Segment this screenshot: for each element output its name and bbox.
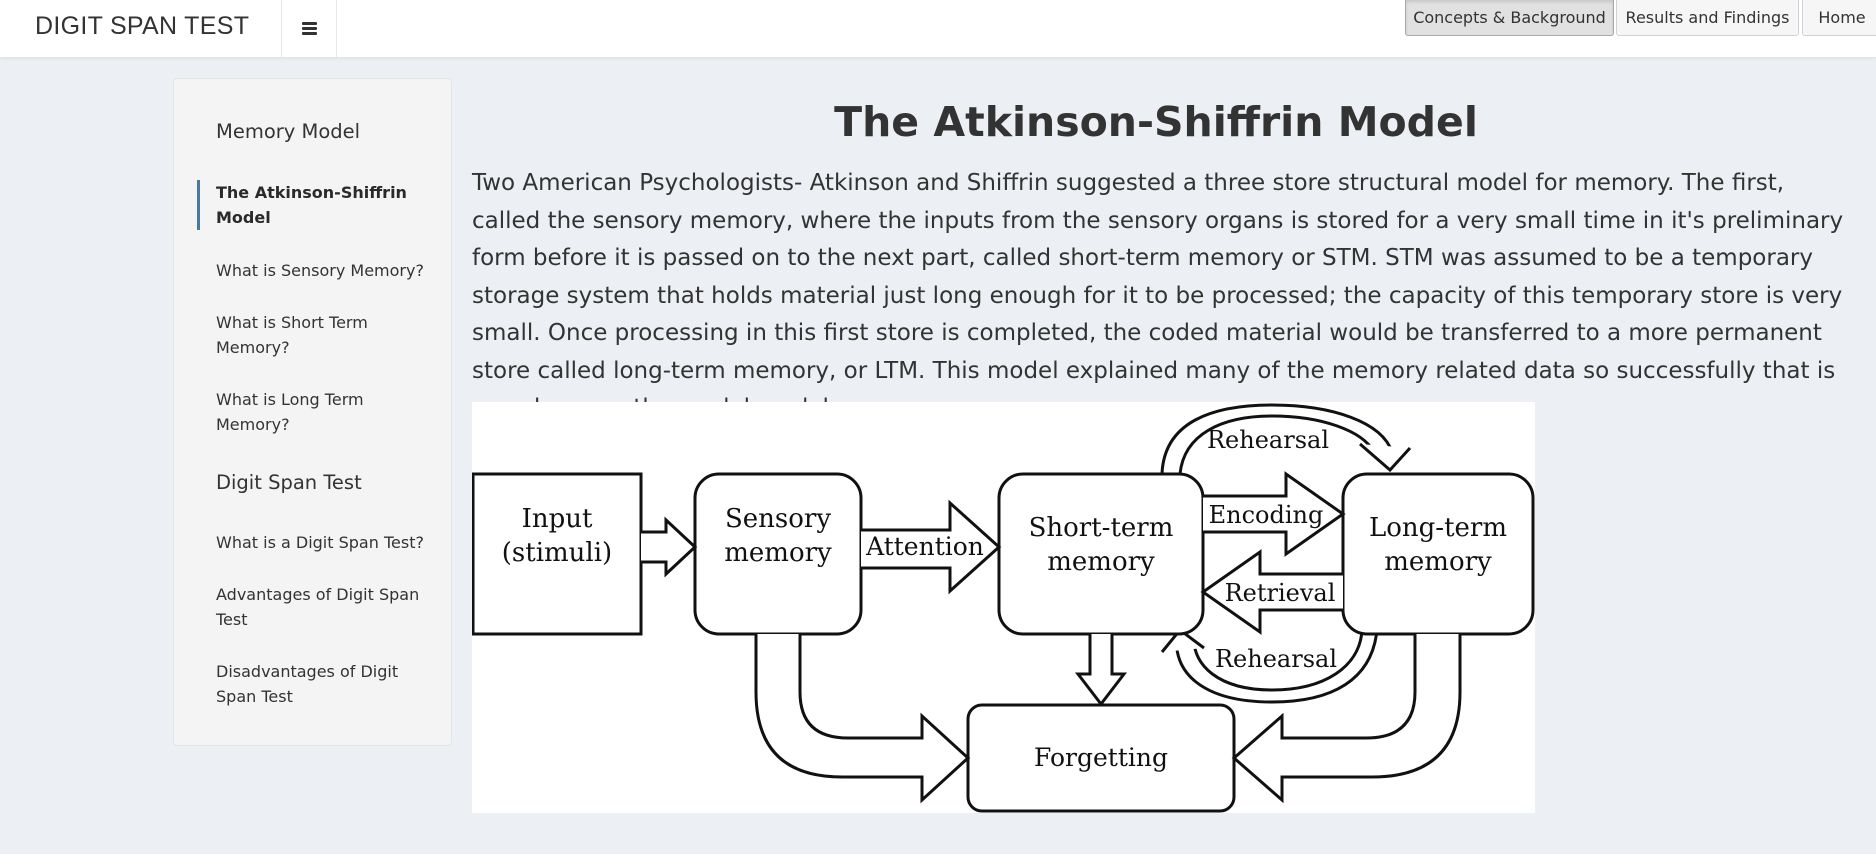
- sidebar-item-digit-span-test[interactable]: What is a Digit Span Test?: [216, 533, 424, 552]
- concepts-background-button[interactable]: Concepts & Background: [1405, 0, 1614, 36]
- arrow-ltm-forgetting: [1231, 634, 1462, 804]
- diagram-sensory-label: Sensory: [725, 504, 831, 534]
- results-findings-button[interactable]: Results and Findings: [1616, 0, 1799, 36]
- sidebar-item-atkinson-shiffrin-model[interactable]: The Atkinson-Shiffrin Model: [197, 180, 427, 230]
- diagram-encoding-label: Encoding: [1209, 501, 1324, 529]
- diagram-forgetting-label: Forgetting: [1034, 743, 1168, 772]
- rehearsal-loop-top: [1160, 403, 1394, 475]
- sidebar-item-advantages[interactable]: Advantages of Digit Span Test: [216, 585, 420, 629]
- sidebar-header-digit-span-test: Digit Span Test: [216, 471, 362, 494]
- diagram-input-label: Input: [522, 504, 593, 534]
- sidebar: Memory Model The Atkinson-Shiffrin Model…: [173, 78, 452, 746]
- diagram-stm-label: Short-term: [1029, 513, 1174, 543]
- diagram-sensory-sublabel: memory: [724, 538, 832, 568]
- page-title: The Atkinson-Shiffrin Model: [834, 98, 1478, 146]
- input-box: [472, 472, 643, 636]
- sidebar-item-long-term-memory[interactable]: What is Long Term Memory?: [216, 390, 364, 434]
- arrow-attention: [861, 499, 1002, 595]
- diagram-attention-label: Attention: [865, 532, 984, 561]
- sidebar-item-disadvantages[interactable]: Disadvantages of Digit Span Test: [216, 662, 399, 706]
- sidebar-item-sensory-memory[interactable]: What is Sensory Memory?: [216, 261, 424, 280]
- arrow-sensory-forgetting: [754, 634, 971, 804]
- brand-title[interactable]: DIGIT SPAN TEST: [35, 12, 250, 40]
- diagram-stm-sublabel: memory: [1047, 547, 1155, 577]
- rehearsal-loop-bottom: [1174, 629, 1379, 704]
- sidebar-header-memory-model: Memory Model: [216, 120, 361, 143]
- home-button[interactable]: Home: [1802, 0, 1876, 36]
- arrow-retrieval: [1200, 549, 1343, 635]
- diagram-ltm-sublabel: memory: [1384, 547, 1492, 577]
- arrow-input-sensory: [641, 516, 698, 578]
- diagram-rehearsal-bottom-label: Rehearsal: [1215, 645, 1337, 673]
- diagram-input-sublabel: (stimuli): [502, 538, 612, 568]
- hamburger-icon: [301, 22, 317, 35]
- menu-toggle-button[interactable]: [281, 0, 337, 57]
- diagram-rehearsal-top-label: Rehearsal: [1207, 426, 1329, 454]
- arrow-encoding: [1203, 471, 1346, 557]
- arrow-stm-forgetting: [1074, 634, 1128, 707]
- diagram-retrieval-label: Retrieval: [1225, 579, 1336, 607]
- top-navbar: DIGIT SPAN TEST Concepts & Background Re…: [0, 0, 1876, 58]
- atkinson-shiffrin-diagram: Input (stimuli) Sensory memory Attention…: [472, 402, 1535, 813]
- diagram-ltm-label: Long-term: [1369, 513, 1507, 543]
- sidebar-item-short-term-memory[interactable]: What is Short Term Memory?: [216, 313, 368, 357]
- intro-paragraph: Two American Psychologists- Atkinson and…: [472, 170, 1844, 421]
